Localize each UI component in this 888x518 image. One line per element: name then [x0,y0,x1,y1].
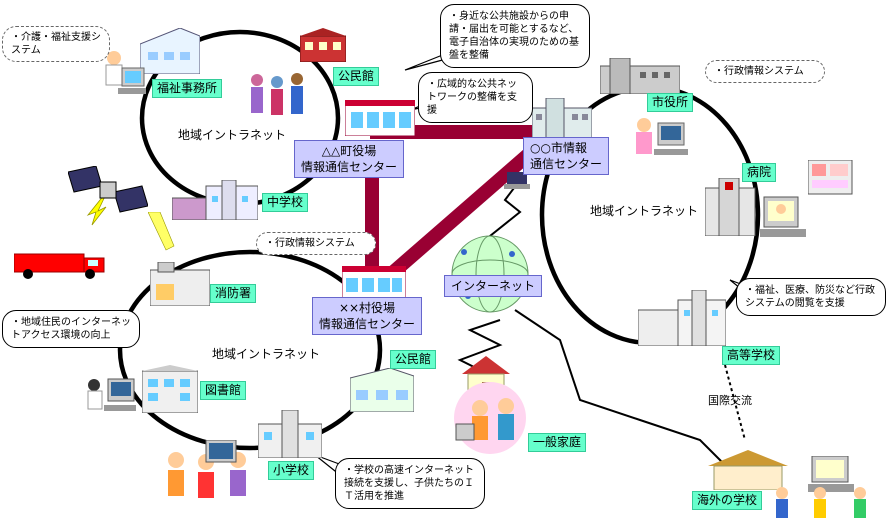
village-center-line2: 情報通信センター [319,317,416,331]
laptop-icon [504,172,530,194]
internet-to-home-link [457,319,503,376]
left-bottom-intranet-label: 地域イントラネット [212,347,321,361]
community-activity-icon [245,70,315,126]
city-hall-label: 市役所 [647,93,694,112]
village-center-line1: ××村役場 [338,301,396,315]
town-center-box: △△町役場 情報通信センター [294,140,405,178]
overseas-computer-icon [808,455,858,500]
city-to-internet-link [484,179,522,241]
home-label: 一般家庭 [528,433,587,452]
high-school-label: 高等学校 [722,346,781,365]
overseas-school-icon [708,450,788,494]
elementary-school-label: 小学校 [268,461,315,480]
fire-station-label: 消防署 [210,284,257,303]
overseas-students-icon [770,485,880,518]
city-center-building-icon [531,97,593,142]
school-internet-note: ・学校の高速インターネット接続を支援し、子供たちのＩＴ活用を推進 [335,458,485,509]
junior-high-school-icon [171,179,259,224]
city-hall-building-icon [599,57,681,98]
community-hall-note: ・身近な公共施設からの申請・届出を可能とするなど、電子自治体の実現のための基盤を… [440,4,590,68]
hospital-chart-icon [807,159,854,200]
library-user-icon [82,375,138,425]
welfare-medical-note: ・福祉、医療、防災など行政システムの閲覧を支援 [736,278,886,316]
hospital-building-icon [704,177,765,240]
town-center-line1: △△町役場 [321,144,377,158]
fire-truck-icon [13,250,106,284]
city-center-box: ○○市情報 通信センター [523,137,610,175]
hospital-label: 病院 [742,163,777,182]
town-center-line2: 情報通信センター [301,160,398,174]
city-hall-worker-icon [630,115,690,169]
village-admin-system-note: ・行政情報システム [256,232,376,255]
international-exchange-label: 国際交流 [708,394,752,407]
community-hall-bottom-icon [349,367,415,416]
city-center-line2: 通信センター [530,157,603,171]
wide-area-network-note: ・広域的な公共ネットワークの整備を支援 [418,72,533,123]
library-label: 図書館 [200,381,247,400]
high-school-icon [637,289,727,350]
resident-internet-note: ・地域住民のインターネットアクセス環境の向上 [2,310,140,348]
internet-label: インターネット [444,275,543,297]
community-hall-top-label: 公民館 [333,67,380,86]
community-hall-top-icon [299,28,347,66]
fire-station-icon [149,261,211,310]
school-computer-icon [204,439,240,474]
internet-to-overseas-link [514,309,731,471]
care-system-note: ・介護・福祉支援システム [2,26,110,62]
left-bottom-intranet-ring [117,249,383,451]
library-building-icon [141,365,199,417]
town-office-building-icon [344,100,416,140]
city-admin-system-note: ・行政情報システム [705,60,825,83]
satellite-icon [67,165,149,224]
left-top-intranet-label: 地域イントラネット [178,128,287,142]
community-hall-bottom-label: 公民館 [390,350,437,369]
hospital-monitor-icon [760,195,810,245]
elementary-school-icon [257,409,323,462]
welfare-office-label: 福祉事務所 [152,79,223,98]
city-center-line1: ○○市情報 [530,141,587,155]
overseas-school-label: 海外の学校 [692,491,763,510]
satellite-beam-icon [147,211,178,256]
family-computer-icon [444,380,536,460]
caregiver-computer-icon [100,48,148,108]
welfare-office-building-icon [139,27,201,78]
exchange-link [724,364,746,441]
village-office-building-icon [341,266,407,302]
junior-high-school-label: 中学校 [262,193,309,212]
right-intranet-label: 地域イントラネット [590,204,699,218]
village-center-box: ××村役場 情報通信センター [312,297,423,335]
